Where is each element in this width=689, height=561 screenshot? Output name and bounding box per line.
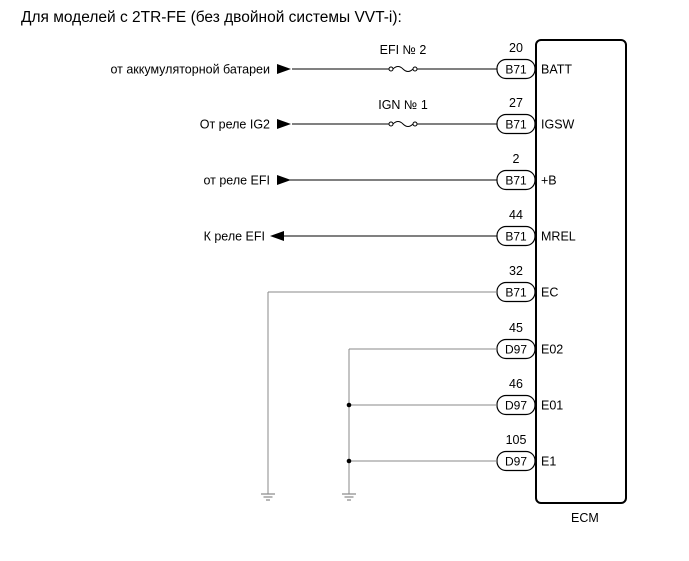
connector-label: B71 xyxy=(505,174,527,188)
source-label: от реле EFI xyxy=(203,174,270,188)
junction-dot xyxy=(346,458,352,464)
pin-number: 105 xyxy=(506,433,527,447)
pin-number: 2 xyxy=(513,152,520,166)
terminal-label: +B xyxy=(541,174,557,188)
pin-number: 32 xyxy=(509,264,523,278)
connector-label: B71 xyxy=(505,286,527,300)
fuse-icon xyxy=(392,66,414,72)
fuse-label: EFI № 2 xyxy=(380,43,427,57)
terminal-label: E1 xyxy=(541,455,556,469)
terminal-label: E01 xyxy=(541,399,563,413)
fuse-icon xyxy=(392,121,414,127)
fuse-terminal xyxy=(388,121,394,127)
pin-number: 46 xyxy=(509,377,523,391)
source-label: К реле EFI xyxy=(204,230,265,244)
junction-dot xyxy=(346,402,352,408)
arrow-out-icon xyxy=(270,231,284,241)
source-label: От реле IG2 xyxy=(200,118,270,132)
pin-number: 27 xyxy=(509,96,523,110)
fuse-terminal xyxy=(388,66,394,72)
terminal-label: E02 xyxy=(541,343,563,357)
fuse-terminal xyxy=(412,66,418,72)
pin-number: 44 xyxy=(509,208,523,222)
terminal-label: MREL xyxy=(541,230,576,244)
fuse-label: IGN № 1 xyxy=(378,98,428,112)
connector-label: B71 xyxy=(505,118,527,132)
connector-label: B71 xyxy=(505,63,527,77)
terminal-label: IGSW xyxy=(541,118,575,132)
ecm-label: ECM xyxy=(571,511,599,525)
arrow-in-icon xyxy=(277,64,291,74)
arrow-in-icon xyxy=(277,119,291,129)
pin-number: 20 xyxy=(509,41,523,55)
pin-number: 45 xyxy=(509,321,523,335)
arrow-in-icon xyxy=(277,175,291,185)
connector-label: D97 xyxy=(505,399,527,413)
page-title: Для моделей с 2TR-FE (без двойной систем… xyxy=(21,9,402,26)
connector-label: D97 xyxy=(505,343,527,357)
terminal-label: BATT xyxy=(541,63,572,77)
fuse-terminal xyxy=(412,121,418,127)
connector-label: D97 xyxy=(505,455,527,469)
connector-label: B71 xyxy=(505,230,527,244)
terminal-label: EC xyxy=(541,286,558,300)
source-label: от аккумуляторной батареи xyxy=(110,63,270,77)
ecm-box xyxy=(535,39,627,504)
